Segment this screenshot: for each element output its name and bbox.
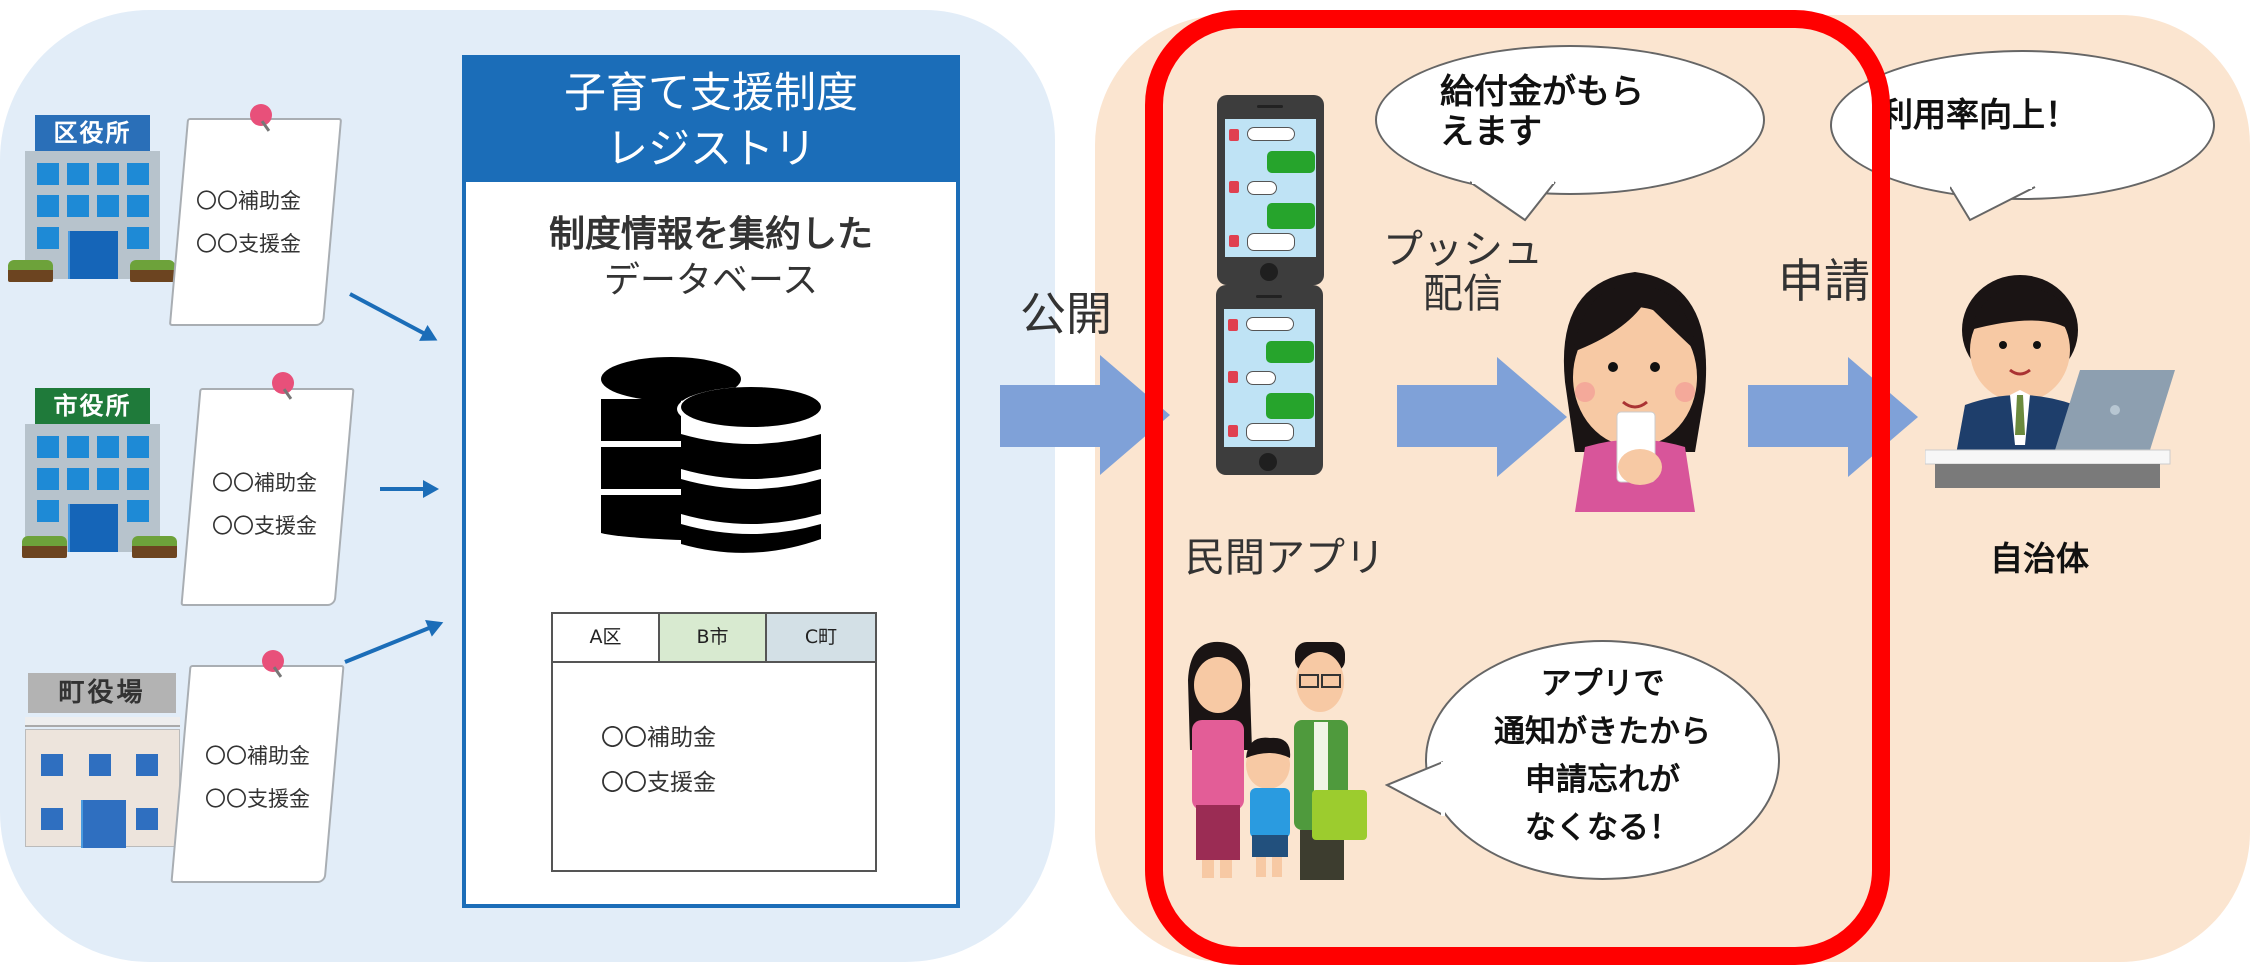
family-speech-text: アプリで 通知がきたから 申請忘れが なくなる！ — [1494, 666, 1711, 846]
registry-subtitle: 制度情報を集約した データベース — [548, 214, 873, 301]
tab-a-ward[interactable]: A区 — [553, 614, 660, 663]
pushpin-icon — [272, 372, 294, 394]
apply-label: 申請 — [1778, 254, 1870, 308]
city-note-text: 〇〇補助金 〇〇支援金 — [212, 471, 317, 538]
official-at-laptop-icon — [1925, 275, 2175, 488]
speech-tail — [1385, 761, 1445, 816]
user-speech-text: 給付金がもら えます — [1440, 72, 1644, 152]
user-speech-bubble — [1375, 45, 1765, 195]
tab-c-town[interactable]: C町 — [767, 614, 875, 663]
private-app-label: 民間アプリ — [1185, 535, 1385, 581]
town-office-sign: 町役場 — [28, 673, 176, 713]
ward-office-sign: 区役所 — [35, 115, 150, 151]
family-speech-bubble — [1425, 640, 1780, 880]
city-office-sign: 市役所 — [35, 388, 150, 424]
municipality-speech-text: 利用率向上！ — [1880, 95, 2078, 134]
family-icon — [1188, 641, 1367, 880]
connector-arrow — [380, 480, 439, 498]
woman-with-phone-icon — [1563, 272, 1707, 512]
ward-office-building-icon: 区役所 — [0, 115, 180, 285]
municipality-label: 自治体 — [1990, 539, 2089, 578]
municipality-speech-bubble — [1830, 50, 2215, 200]
registry-title: 子育て支援制度 レジストリ — [466, 59, 956, 182]
speech-tail — [1950, 185, 2036, 222]
tab-content: 〇〇補助金 〇〇支援金 — [601, 725, 716, 796]
tab-b-city[interactable]: B市 — [660, 614, 767, 663]
pushpin-icon — [250, 104, 272, 126]
push-arrow-icon — [1397, 357, 1567, 477]
ward-note-text: 〇〇補助金 〇〇支援金 — [196, 189, 301, 256]
database-icon — [601, 357, 825, 553]
push-delivery-label: プッシュ 配信 — [1383, 227, 1543, 317]
publish-label: 公開 — [1020, 287, 1112, 341]
registry-box: 子育て支援制度 レジストリ 制度情報を集約した データベース A区 B市 C町 … — [462, 55, 960, 908]
smartphone-icon — [1217, 95, 1324, 285]
city-office-building-icon: 市役所 — [0, 388, 180, 558]
highlight-frame — [1145, 10, 1890, 965]
speech-tail — [1470, 180, 1556, 222]
town-note-text: 〇〇補助金 〇〇支援金 — [205, 744, 310, 811]
town-office-building-icon: 町役場 — [20, 673, 190, 848]
region-tabs: A区 B市 C町 〇〇補助金 〇〇支援金 — [551, 612, 877, 872]
pushpin-icon — [262, 650, 284, 672]
smartphone-icon — [1216, 285, 1323, 475]
